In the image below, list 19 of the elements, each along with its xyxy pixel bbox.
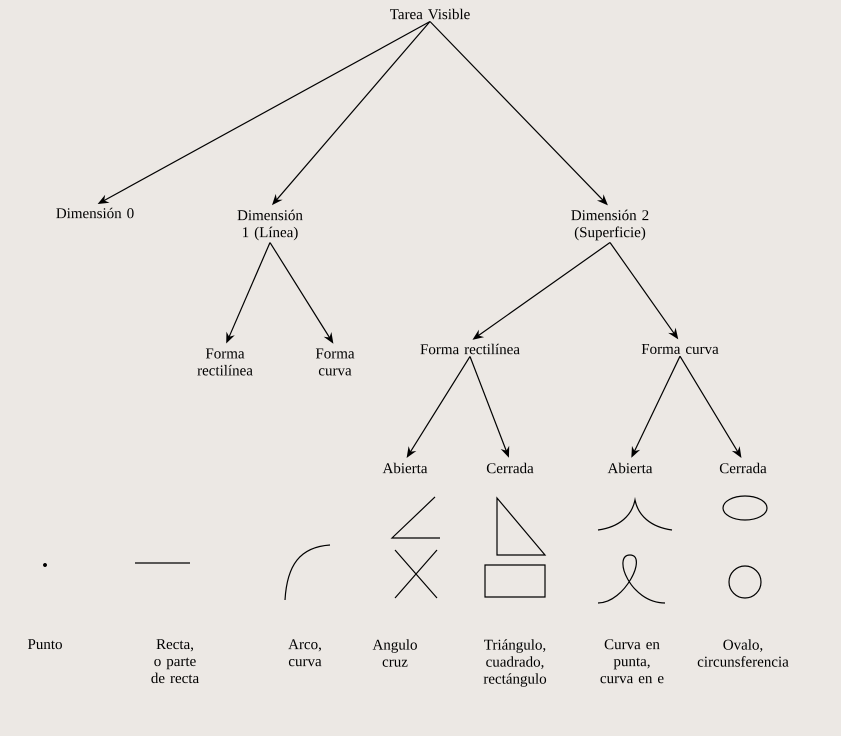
category-label: Cerrada [486,462,534,474]
category-label: Dimensión 2 (Superficie) [571,210,648,240]
category-label: Forma rectilínea [420,344,520,354]
category-label: Dimensión 1 (Línea) [238,210,303,240]
category-label: Forma curva [316,348,354,376]
category-label: Forma rectilínea [197,348,253,376]
category-label: Abierta [608,462,652,474]
caption: Curva en punta, curva en e [600,639,664,684]
caption: Recta, o parte de recta [151,639,199,684]
caption: Ovalo, circunsferencia [698,639,789,667]
category-label: Forma curva [642,344,719,354]
category-label: Dimensión 0 [56,208,134,218]
category-label: Abierta [382,462,428,474]
caption: Angulo cruz [372,639,417,667]
category-label: Tarea Visible [390,8,470,20]
caption: Arco, curva [288,639,322,666]
category-label: Cerrada [720,462,767,474]
caption: Punto [28,639,62,650]
caption: Triángulo, cuadrado, rectángulo [484,639,546,687]
